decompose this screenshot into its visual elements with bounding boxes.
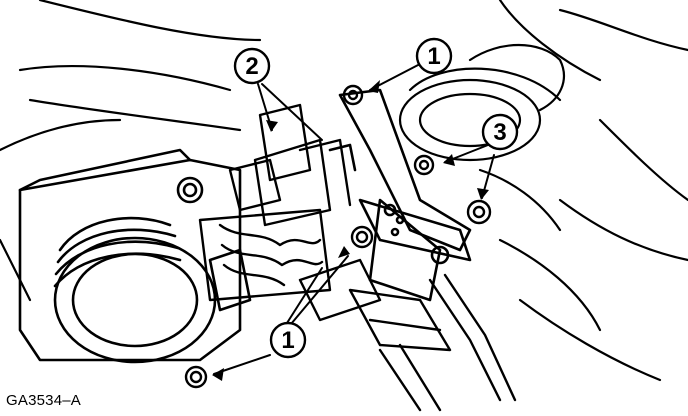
callout-1-top: 1 [415,37,453,75]
nut-3 [466,199,492,225]
engine-background-lines [0,0,688,382]
bolt-right [413,154,435,176]
callout-1-top-number: 1 [427,43,440,70]
callout-3-number: 3 [493,119,506,146]
bolt-bottom [184,365,208,389]
callout-2: 2 [233,47,271,85]
arrowheads [212,80,489,381]
callout-3: 3 [481,113,519,151]
callout-1-bottom-number: 1 [281,327,294,354]
figure-id-label: GA3534–A [6,392,81,409]
cable-bracket [328,88,472,302]
tps-sensor-housing [198,103,352,302]
accelerator-cable [298,258,517,412]
throttle-body-bore [18,148,252,364]
callout-2-number: 2 [245,53,258,80]
bolt-middle [350,225,374,249]
bolt-top [342,84,364,106]
callout-1-bottom: 1 [269,321,307,359]
